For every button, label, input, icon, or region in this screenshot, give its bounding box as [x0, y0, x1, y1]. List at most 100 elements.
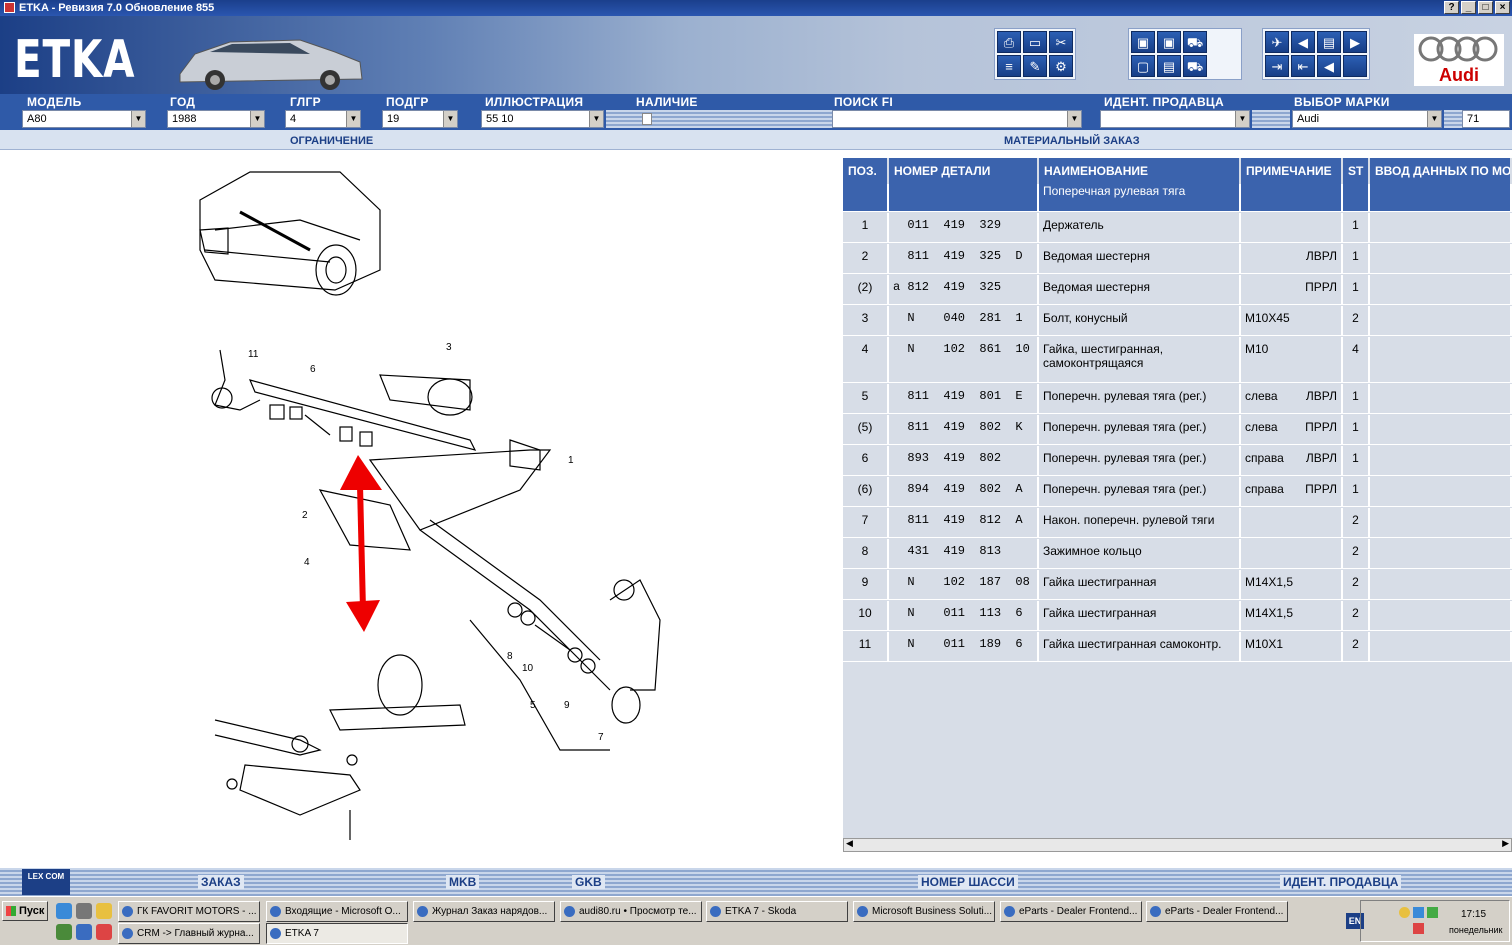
media-icon[interactable]	[56, 924, 72, 940]
model-select[interactable]: A80▼	[22, 110, 146, 128]
chevron-down-icon[interactable]: ▼	[443, 111, 457, 127]
availability-slider[interactable]	[642, 113, 652, 125]
pc-icon[interactable]: ▢	[1131, 55, 1155, 77]
tools-icon[interactable]: ✂	[1049, 31, 1073, 53]
row-name: Поперечн. рулевая тяга (рег.)	[1039, 384, 1241, 413]
main-group-select[interactable]: 4▼	[285, 110, 361, 128]
back-icon[interactable]: ◀	[1317, 55, 1341, 77]
row-name: Болт, конусный	[1039, 306, 1241, 335]
task-etka7[interactable]: ETKA 7	[266, 923, 408, 944]
col-data-entry[interactable]: ВВОД ДАННЫХ ПО МО	[1370, 158, 1512, 184]
tray-antivirus-icon[interactable]	[1413, 923, 1424, 934]
minimize-button[interactable]: _	[1461, 1, 1476, 14]
chevron-down-icon[interactable]: ▼	[131, 111, 145, 127]
gkb-button[interactable]: GKB	[572, 875, 605, 889]
page-icon[interactable]: ▤	[1317, 31, 1341, 53]
chevron-down-icon[interactable]: ▼	[1067, 111, 1081, 127]
task-crm[interactable]: CRM -> Главный журна...	[118, 923, 260, 944]
task-journal[interactable]: Журнал Заказ нарядов...	[413, 901, 555, 922]
search-select[interactable]: ▼	[832, 110, 1082, 128]
close-button[interactable]: ×	[1495, 1, 1510, 14]
chevron-down-icon[interactable]: ▼	[589, 111, 603, 127]
help-button[interactable]: ?	[1444, 1, 1459, 14]
restriction-tab[interactable]: ОГРАНИЧЕНИЕ	[290, 135, 374, 147]
horizontal-scrollbar[interactable]: ◀ ▶	[843, 838, 1512, 852]
task-eparts-1[interactable]: eParts - Dealer Frontend...	[1000, 901, 1142, 922]
tray-outlook-icon[interactable]	[1399, 907, 1410, 918]
pencil-icon[interactable]: ✎	[1023, 55, 1047, 77]
catalog-icon[interactable]: ▤	[1157, 55, 1181, 77]
list-icon[interactable]: ≡	[997, 55, 1021, 77]
scroll-right-icon[interactable]: ▶	[1502, 838, 1509, 848]
tray-network-icon[interactable]	[1413, 907, 1424, 918]
outlook-icon[interactable]	[96, 903, 112, 919]
start-button[interactable]: Пуск	[2, 901, 48, 921]
maximize-button[interactable]: □	[1478, 1, 1493, 14]
brand-code-field[interactable]: 71	[1462, 110, 1510, 128]
chevron-down-icon[interactable]: ▼	[346, 111, 360, 127]
scroll-left-icon[interactable]: ◀	[846, 838, 853, 848]
task-microsoft-business[interactable]: Microsoft Business Soluti...	[853, 901, 995, 922]
sub-group-select[interactable]: 19▼	[382, 110, 458, 128]
desktop-icon[interactable]	[76, 903, 92, 919]
task-etka-skoda[interactable]: ETKA 7 - Skoda	[706, 901, 848, 922]
depot-icon[interactable]: ▣	[1157, 31, 1181, 53]
ie-icon[interactable]	[56, 903, 72, 919]
chevron-down-icon[interactable]: ▼	[1235, 111, 1249, 127]
mkb-button[interactable]: MKB	[446, 875, 480, 889]
material-order-tab[interactable]: МАТЕРИАЛЬНЫЙ ЗАКАЗ	[1004, 135, 1140, 147]
network-icon[interactable]: ⚙	[1049, 55, 1073, 77]
col-pos[interactable]: ПОЗ.	[843, 158, 889, 184]
row-note-text: M14X1,5	[1245, 575, 1294, 589]
row-name: Гайка, шестигранная,самоконтрящаяся	[1039, 337, 1241, 382]
language-indicator[interactable]: EN	[1346, 913, 1364, 929]
col-name[interactable]: НАИМЕНОВАНИЕ	[1039, 158, 1241, 184]
chevron-down-icon[interactable]: ▼	[1427, 111, 1441, 127]
elsa-icon[interactable]: ▣	[1131, 31, 1155, 53]
cart-icon[interactable]: ⛟	[1183, 31, 1207, 53]
tray-update-icon[interactable]	[1427, 907, 1438, 918]
chrome-icon[interactable]	[96, 924, 112, 940]
first-icon[interactable]: ⇤	[1291, 55, 1315, 77]
group-row[interactable]: Поперечная рулевая тяга	[843, 184, 1512, 212]
explorer-icon[interactable]	[76, 924, 92, 940]
window-icon[interactable]: ▭	[1023, 31, 1047, 53]
task-eparts-2[interactable]: eParts - Dealer Frontend...	[1146, 901, 1288, 922]
task-favorit[interactable]: ГК FAVORIT MOTORS - ...	[118, 901, 260, 922]
chassis-number-button[interactable]: НОМЕР ШАССИ	[918, 875, 1018, 889]
clock-time[interactable]: 17:15	[1461, 909, 1487, 920]
chevron-down-icon[interactable]: ▼	[250, 111, 264, 127]
pin-icon[interactable]: ✈	[1265, 31, 1289, 53]
illustration-select[interactable]: 55 10▼	[481, 110, 604, 128]
col-note[interactable]: ПРИМЕЧАНИЕ	[1241, 158, 1343, 184]
order-button[interactable]: ЗАКАЗ	[198, 875, 244, 889]
dealer-id-button[interactable]: ИДЕНТ. ПРОДАВЦА	[1280, 875, 1402, 889]
col-part-number[interactable]: НОМЕР ДЕТАЛИ	[889, 158, 1039, 184]
print-icon[interactable]: ⎙	[997, 31, 1021, 53]
prev-page-icon[interactable]: ◀	[1291, 31, 1315, 53]
last-icon[interactable]: ⇥	[1265, 55, 1289, 77]
col-st[interactable]: ST	[1343, 158, 1370, 184]
dealer-select[interactable]: ▼	[1100, 110, 1250, 128]
task-audi80[interactable]: audi80.ru • Просмотр те...	[560, 901, 702, 922]
task-inbox[interactable]: Входящие - Microsoft O...	[266, 901, 408, 922]
cart-add-icon[interactable]: ⛟	[1183, 55, 1207, 77]
next-page-icon[interactable]: ▶	[1343, 31, 1367, 53]
brand-select[interactable]: Audi▼	[1292, 110, 1442, 128]
year-select[interactable]: 1988▼	[167, 110, 265, 128]
